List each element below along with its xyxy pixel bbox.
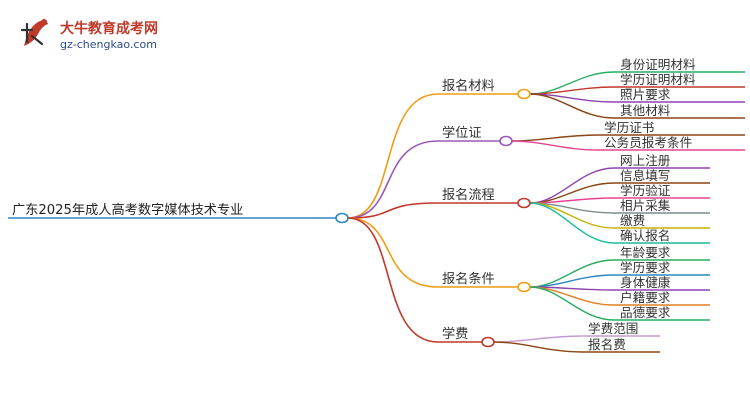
leaf-topic: 身体健康 xyxy=(620,275,671,290)
branch-topic: 报名流程 xyxy=(442,187,495,203)
leaf-topic: 确认报名 xyxy=(620,228,670,243)
leaf-link xyxy=(529,202,615,244)
logo-mark-icon xyxy=(20,19,48,46)
branch-node-dot xyxy=(517,197,531,209)
leaf-topic: 相片采集 xyxy=(620,198,671,213)
leaf-topic: 品德要求 xyxy=(620,305,671,320)
branch-node-dot xyxy=(481,336,495,348)
leaf-link xyxy=(493,335,583,343)
leaf-link xyxy=(511,134,599,142)
branch-node-dot xyxy=(499,135,513,147)
branch-topic: 报名条件 xyxy=(442,270,495,287)
leaf-topic: 学历要求 xyxy=(620,260,671,275)
root-node-dot xyxy=(335,212,349,224)
leaf-topic: 户籍要求 xyxy=(620,290,671,305)
branch-link xyxy=(347,202,439,219)
leaf-topic: 学历证书 xyxy=(604,120,654,135)
branch-topic: 学费 xyxy=(442,326,468,342)
leaf-link xyxy=(529,259,615,288)
leaf-topic: 学历证明材料 xyxy=(620,72,696,87)
mindmap-links xyxy=(8,71,745,353)
branch-link xyxy=(347,140,439,219)
mindmap-nodes: 广东2025年成人高考数字媒体技术专业 报名材料 身份证明材料学历证明材料照片要求其… xyxy=(12,57,696,352)
leaf-topic: 学历验证 xyxy=(620,183,671,198)
root-topic: 广东2025年成人高考数字媒体技术专业 xyxy=(12,201,243,218)
branch-link xyxy=(347,217,439,343)
leaf-topic: 照片要求 xyxy=(620,87,671,102)
leaf-link xyxy=(529,93,615,119)
logo-url: gz-chengkao.com xyxy=(60,38,157,51)
branch-topic: 学位证 xyxy=(442,125,482,141)
leaf-topic: 信息填写 xyxy=(620,168,670,183)
leaf-link xyxy=(529,286,615,321)
leaf-link xyxy=(493,341,583,353)
leaf-topic: 网上注册 xyxy=(620,153,671,168)
logo-title: 大牛教育成考网 xyxy=(60,21,158,37)
branch-link xyxy=(347,93,439,219)
leaf-topic: 公务员报考条件 xyxy=(604,135,692,150)
leaf-topic: 报名费 xyxy=(588,337,626,352)
leaf-link xyxy=(529,86,615,95)
site-logo: 大牛教育成考网 gz-chengkao.com xyxy=(18,16,158,56)
leaf-topic: 学费范围 xyxy=(588,321,638,336)
branch-node-dot xyxy=(517,281,531,293)
branch-node-dot xyxy=(517,88,531,100)
leaf-topic: 缴费 xyxy=(620,213,645,228)
leaf-topic: 身份证明材料 xyxy=(620,57,696,72)
leaf-topic: 其他材料 xyxy=(620,103,671,118)
branch-link xyxy=(347,217,439,288)
branch-topic: 报名材料 xyxy=(442,78,495,94)
leaf-topic: 年龄要求 xyxy=(620,245,671,260)
leaf-link xyxy=(511,140,599,151)
